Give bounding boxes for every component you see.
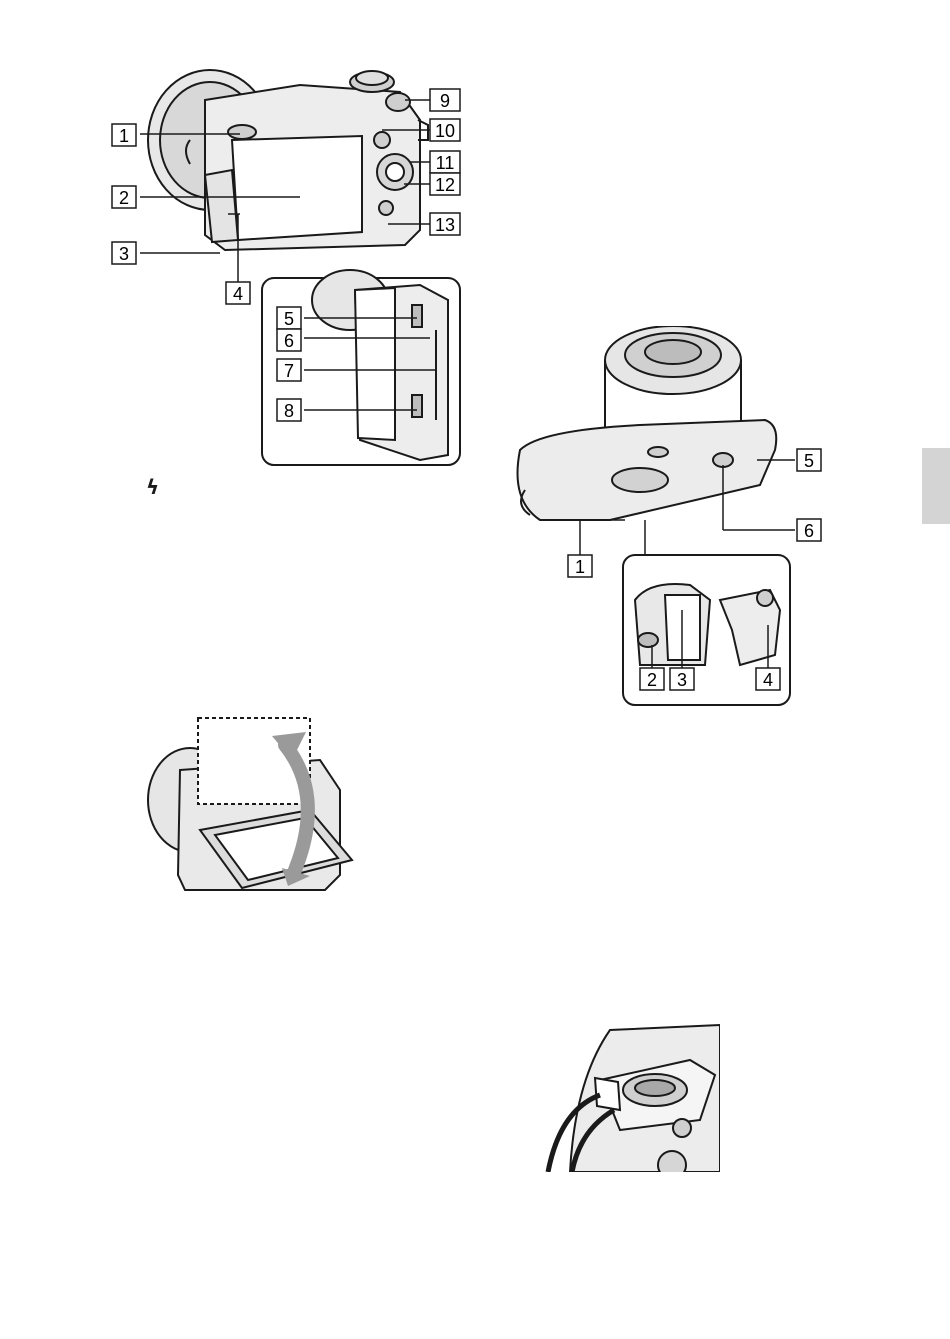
svg-text:3: 3 [119,244,129,264]
svg-text:10: 10 [435,121,455,141]
callout-7: 7 [277,359,301,381]
svg-text:5: 5 [284,309,294,329]
callout-6-bottom: 6 [797,519,821,541]
callout-5-bottom: 5 [797,449,821,471]
callout-2: 2 [112,186,136,208]
tilting-lcd-figure [140,712,360,897]
svg-text:12: 12 [435,175,455,195]
svg-text:6: 6 [284,331,294,351]
svg-text:11: 11 [436,153,455,173]
svg-text:2: 2 [647,670,657,690]
svg-text:4: 4 [763,670,773,690]
callout-1: 1 [112,124,136,146]
svg-text:2: 2 [119,188,129,208]
battery-compartment-inset: 2 3 4 [623,555,790,705]
svg-text:6: 6 [804,521,814,541]
camera-rear-figure: 1 2 3 4 9 10 11 12 13 [100,62,470,472]
callout-1-bottom: 1 [568,555,592,577]
svg-text:1: 1 [575,557,585,577]
callout-11: 11 [430,151,460,173]
section-tab [922,448,950,524]
callout-12: 12 [430,173,460,195]
svg-text:13: 13 [435,215,455,235]
callout-4-bottom: 4 [756,668,780,690]
svg-text:8: 8 [284,401,294,421]
callout-3-bottom: 3 [670,668,694,690]
strap-attachment-figure [540,1020,720,1175]
callout-10: 10 [430,119,460,141]
svg-text:1: 1 [119,126,129,146]
svg-text:5: 5 [804,451,814,471]
callout-13: 13 [430,213,460,235]
svg-text:9: 9 [440,91,450,111]
callout-5: 5 [277,307,301,329]
callout-3: 3 [112,242,136,264]
terminals-inset: 5 6 7 8 [262,270,460,465]
camera-bottom-figure: 5 6 1 2 3 4 [500,326,850,712]
callout-6: 6 [277,329,301,351]
callout-4: 4 [226,282,250,304]
flash-icon: ϟ [146,477,159,497]
svg-text:3: 3 [677,670,687,690]
callout-2-bottom: 2 [640,668,664,690]
camera-rear-illustration [148,70,428,250]
callout-9: 9 [430,89,460,111]
callout-8: 8 [277,399,301,421]
svg-text:4: 4 [233,284,243,304]
svg-text:7: 7 [284,361,294,381]
